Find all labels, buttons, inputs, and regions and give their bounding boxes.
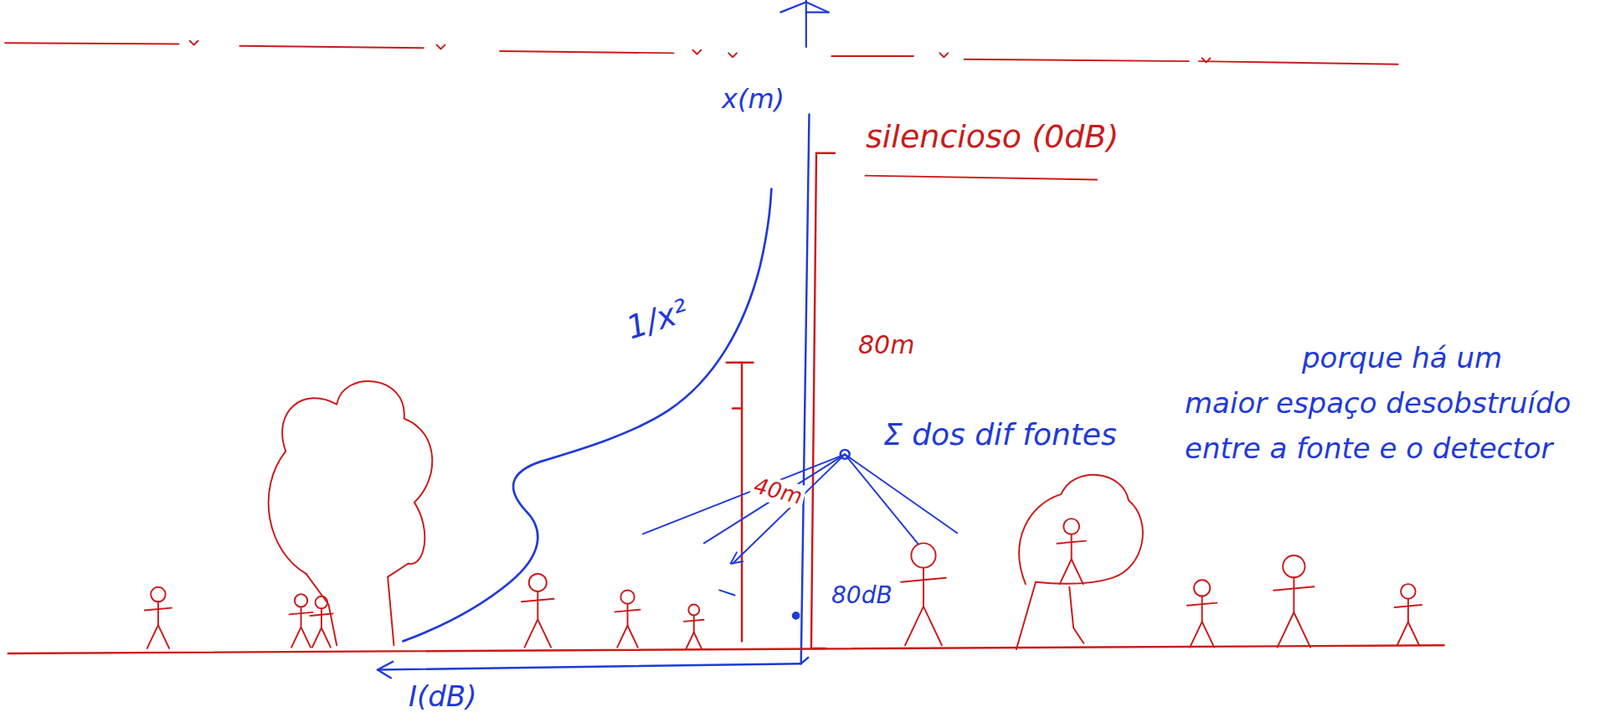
person-legs [1189, 621, 1215, 648]
note-label: Σ dos dif fontes [883, 416, 1117, 452]
height-bracket [811, 153, 817, 649]
person-arms [521, 598, 555, 602]
person-body [693, 614, 695, 632]
curve-label: 1/x² [622, 293, 694, 348]
person-body [536, 591, 539, 619]
tower [780, 1, 829, 12]
height-bracket [740, 362, 743, 642]
tree [268, 380, 433, 574]
person-legs [1277, 612, 1311, 648]
level-label: 80dB [831, 581, 893, 609]
i-axis [377, 663, 802, 669]
person-head [688, 604, 700, 616]
person-body [300, 607, 303, 628]
person-head [294, 593, 308, 607]
person-legs [617, 625, 638, 648]
ray [844, 453, 957, 533]
person-arms [615, 609, 641, 613]
height-bracket [732, 406, 742, 409]
person-arms [900, 577, 947, 582]
x-axis [801, 114, 810, 664]
ray-arrow [730, 551, 744, 563]
person-legs [905, 606, 942, 645]
sky-tick [190, 41, 199, 46]
person-head [1282, 555, 1305, 577]
ray [643, 453, 845, 534]
tree [1018, 474, 1143, 584]
person-arms [684, 619, 705, 622]
person-body [1070, 534, 1073, 560]
sky-line [831, 55, 914, 57]
ground [8, 644, 1445, 654]
person-legs [1059, 558, 1084, 584]
tower [806, 11, 829, 14]
person-head [315, 596, 329, 609]
person-legs [291, 627, 311, 648]
sky-line [5, 42, 179, 44]
axis-hook [801, 657, 809, 664]
person-head [910, 542, 936, 567]
person-head [1193, 579, 1210, 596]
person-arms [1057, 540, 1086, 544]
detector-dot [792, 612, 800, 620]
person-head [1400, 583, 1416, 599]
tree-trunk [1016, 581, 1036, 649]
tree-trunk [387, 563, 408, 646]
sky-tick [693, 50, 702, 55]
dimension-label: 40m [748, 473, 808, 511]
tree-trunk [1069, 586, 1084, 644]
ray [732, 453, 845, 563]
person-head [620, 589, 634, 603]
height-bracket [726, 360, 754, 363]
sky-tick [939, 52, 948, 57]
person-arms [310, 612, 334, 615]
person-head [529, 573, 547, 592]
tree-trunk [306, 573, 338, 645]
height-bracket [816, 152, 835, 155]
person-body [157, 601, 160, 625]
person-legs [685, 632, 702, 649]
axis-label: I(dB) [408, 679, 477, 713]
axis-arrow [377, 661, 393, 679]
person-body [1292, 576, 1295, 613]
sky-tick [437, 45, 446, 50]
sky-line [1198, 61, 1399, 65]
axis-label: x(m) [721, 83, 785, 115]
sky-line [964, 59, 1189, 62]
tick [719, 589, 735, 595]
person-legs [312, 627, 331, 648]
person-body [1407, 598, 1410, 623]
decay-curve [402, 188, 772, 641]
person-legs [147, 624, 170, 649]
person-body [1201, 596, 1204, 623]
person-legs [1397, 621, 1420, 645]
ray [844, 453, 919, 544]
ray [704, 453, 845, 543]
sky-line [499, 51, 674, 53]
sky-line [239, 46, 423, 48]
person-arms [289, 612, 314, 615]
person-legs [524, 618, 551, 647]
dimension-label: 80m [858, 330, 915, 361]
person-body [627, 603, 629, 626]
note-label: silencioso (0dB) [865, 118, 1119, 156]
sky-tick [1202, 57, 1211, 62]
person-arms [1394, 604, 1422, 608]
note-label: porque há um maior espaço desobstruído e… [1184, 334, 1583, 471]
person-head [1063, 518, 1080, 535]
person-head [150, 586, 166, 602]
person-body [320, 607, 323, 628]
underline [865, 175, 1098, 181]
person-body [922, 567, 925, 607]
person-arms [1273, 586, 1314, 590]
sky-tick [728, 52, 737, 57]
person-arms [1187, 602, 1217, 606]
person-arms [144, 607, 172, 611]
tower [805, 0, 808, 47]
